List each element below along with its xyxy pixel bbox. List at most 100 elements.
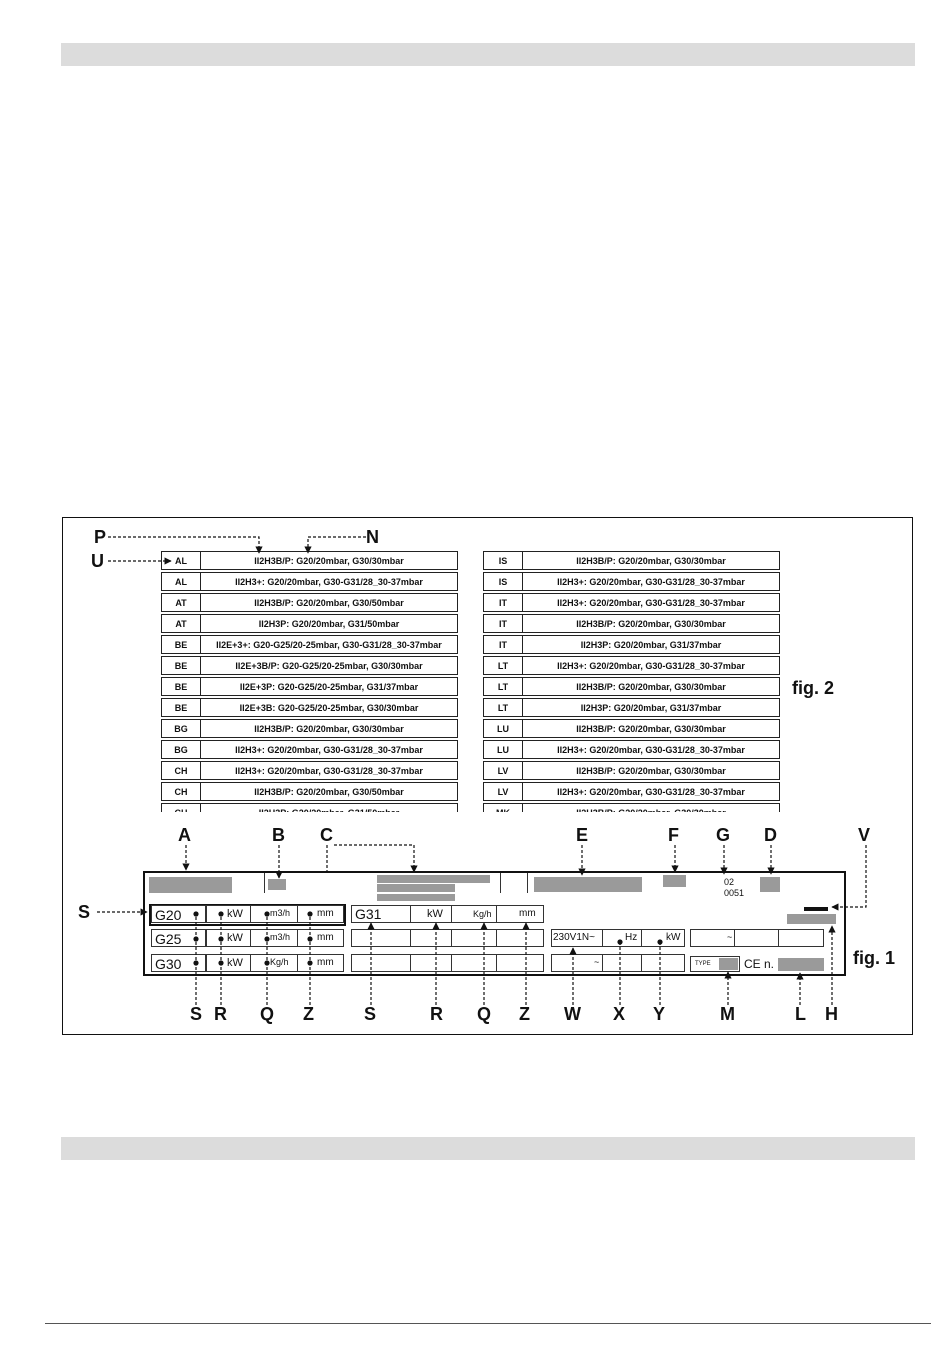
- gas-category: II2H3B/P: G20/20mbar, G30/50mbar: [200, 593, 458, 612]
- label-n: N: [366, 527, 379, 547]
- label-c: C: [320, 825, 333, 845]
- gas-category: II2H3+: G20/20mbar, G30-G31/28_30-37mbar: [200, 572, 458, 591]
- label-bottom: Z: [519, 1004, 530, 1024]
- gas-category: II2H3+: G20/20mbar, G30-G31/28_30-37mbar: [200, 740, 458, 759]
- section-header-bar: [61, 43, 915, 66]
- gas-label: G30: [155, 956, 182, 972]
- field-a: [149, 877, 232, 893]
- code-top: 02: [724, 877, 735, 887]
- gas-cell: [151, 929, 206, 947]
- country-code: IT: [483, 635, 523, 654]
- figure-frame: [62, 517, 913, 1035]
- gas-category: II2H3+: G20/20mbar, G30-G31/28_30-37mbar: [522, 740, 780, 759]
- gas-cell: [297, 905, 344, 923]
- label-bottom: R: [430, 1004, 443, 1024]
- gas-category: II2H3P: G20/20mbar, G31/50mbar: [200, 614, 458, 633]
- g31-divider: [410, 929, 411, 947]
- g31-divider: [496, 929, 497, 947]
- label-a: A: [178, 825, 191, 845]
- tilde-2: ~: [727, 932, 733, 942]
- gas-category: II2H3B/P: G20/20mbar, G30/30mbar: [200, 719, 458, 738]
- gas-category: II2H3B/P: G20/20mbar, G30/30mbar: [522, 677, 780, 696]
- label-p: P: [94, 527, 107, 547]
- kw-elec-cell: [641, 929, 685, 947]
- fig1-caption: fig. 1: [853, 948, 896, 968]
- g31-row2: [351, 929, 544, 947]
- field-v: [804, 907, 828, 911]
- label-bottom: R: [214, 1004, 227, 1024]
- flow-unit: Kg/h: [270, 957, 289, 967]
- gas-category: II2H3+: G20/20mbar, G30-G31/28_30-37mbar: [522, 572, 780, 591]
- gas-category: II2H3B/P: G20/20mbar, G30/30mbar: [522, 719, 780, 738]
- gas-category: II2H3B/P: G20/20mbar, G30/30mbar: [522, 761, 780, 780]
- label-bottom: S: [364, 1004, 377, 1024]
- g31-divider: [496, 954, 497, 972]
- gas-cell: [297, 954, 344, 972]
- country-code: AL: [161, 572, 201, 591]
- field-b: [268, 879, 286, 890]
- label-bottom: Q: [477, 1004, 492, 1024]
- kw-label: kW: [227, 908, 243, 920]
- g31-mm: mm: [519, 908, 536, 919]
- label-d: D: [764, 825, 777, 845]
- type-label: TYPE: [695, 961, 711, 967]
- label-bottom: Z: [303, 1004, 314, 1024]
- gas-category: II2H3B/P: G20/20mbar, G30/30mbar: [522, 551, 780, 570]
- label-s-left: S: [78, 902, 91, 922]
- kw-elec: kW: [666, 932, 681, 943]
- aux-div-2: [778, 929, 779, 947]
- label-bottom: X: [613, 1004, 626, 1024]
- gas-category: II2H3P: G20/20mbar, G31/37mbar: [522, 635, 780, 654]
- country-code: LT: [483, 698, 523, 717]
- divider-1: [500, 873, 501, 893]
- elec-div-2: [641, 954, 642, 972]
- g31-kw: kW: [427, 908, 443, 920]
- field-f: [663, 875, 686, 887]
- label-b: B: [272, 825, 285, 845]
- label-bottom: S: [190, 1004, 203, 1024]
- gas-category: II2H3B/P: G20/20mbar, G30/30mbar: [522, 614, 780, 633]
- mm-label: mm: [317, 908, 334, 919]
- elec-row2: [551, 954, 685, 972]
- field-m: [719, 958, 738, 970]
- g31-kgh: Kg/h: [473, 909, 492, 919]
- ce-label: CE n.: [744, 957, 775, 971]
- g31-divider: [451, 954, 452, 972]
- field-b-divider: [264, 873, 265, 893]
- field-c3: [377, 894, 455, 901]
- kw-label: kW: [227, 957, 243, 969]
- flow-unit: m3/h: [270, 932, 291, 942]
- field-d: [760, 877, 780, 892]
- field-h: [787, 914, 836, 924]
- field-c2: [377, 884, 455, 892]
- voltage: 230V1N~: [553, 932, 595, 943]
- mm-label: mm: [317, 932, 334, 943]
- aux-div-1: [734, 929, 735, 947]
- g31-row3: [351, 954, 544, 972]
- gas-label: G20: [155, 907, 182, 923]
- label-u: U: [91, 551, 104, 571]
- kw-label: kW: [227, 932, 243, 944]
- fig2-caption: fig. 2: [792, 678, 835, 698]
- gas-category: II2E+3B/P: G20-G25/20-25mbar, G30/30mbar: [200, 656, 458, 675]
- gas-category: II2H3+: G20/20mbar, G30-G31/28_30-37mbar: [200, 761, 458, 780]
- gas-category: II2H3P: G20/20mbar, G31/37mbar: [522, 698, 780, 717]
- type-cell: [690, 956, 740, 972]
- gas-category: II2H3+: G20/20mbar, G30-G31/28_30-37mbar: [522, 593, 780, 612]
